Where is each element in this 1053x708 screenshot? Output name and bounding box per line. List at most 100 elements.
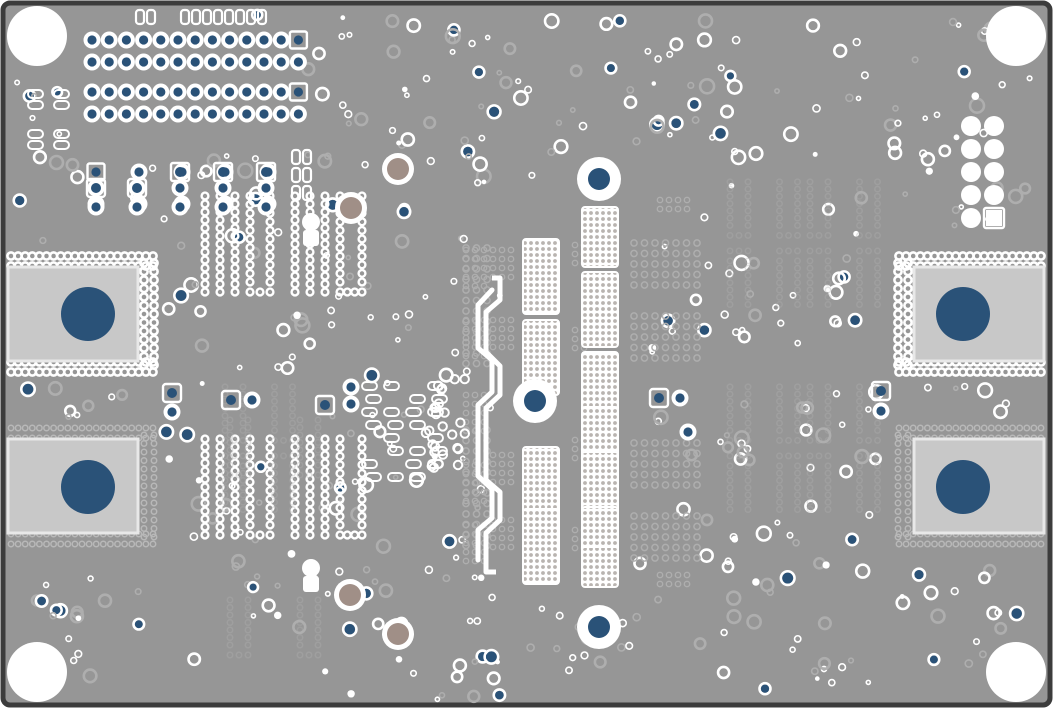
header-pad[interactable] xyxy=(984,185,1004,205)
via-tented-lower-a[interactable] xyxy=(334,579,366,611)
pad-square[interactable] xyxy=(648,387,670,409)
solid-pad xyxy=(199,381,205,386)
testpoint-upper-left[interactable] xyxy=(302,213,320,231)
via-ring xyxy=(668,327,677,335)
large-via-group[interactable] xyxy=(334,153,621,650)
ghost-pad xyxy=(640,260,649,268)
header-pad[interactable] xyxy=(961,116,981,136)
header-pin1-pad[interactable] xyxy=(982,206,1006,230)
ghost-pad xyxy=(640,543,649,552)
via-ring xyxy=(49,611,57,620)
via-ring xyxy=(274,228,283,237)
via-ring xyxy=(951,205,961,215)
ghost-pad xyxy=(693,449,701,458)
pad-square[interactable] xyxy=(314,394,336,416)
ghost-pad xyxy=(507,516,515,524)
header-connector-group[interactable] xyxy=(83,30,1006,441)
header-pad[interactable] xyxy=(984,162,1004,182)
header-pin1-pad[interactable] xyxy=(288,82,309,102)
via-ring xyxy=(338,101,347,109)
stitching-via xyxy=(748,308,762,323)
ic-pad xyxy=(894,440,902,447)
ghost-pad xyxy=(682,449,691,458)
testpoint-upper-left2[interactable] xyxy=(303,230,319,246)
stitch-via xyxy=(305,466,315,476)
ic-footprint-group[interactable] xyxy=(6,251,1046,548)
stitch-via xyxy=(824,498,832,506)
via-tented-lower-b[interactable] xyxy=(382,618,414,650)
ic-pad xyxy=(952,424,960,432)
via-large-center-top[interactable] xyxy=(577,157,621,201)
via-ring xyxy=(833,318,843,328)
header-pin1-pad[interactable] xyxy=(126,177,148,199)
stitching-via xyxy=(569,107,576,113)
stitch-via xyxy=(776,491,783,499)
stitching-via xyxy=(231,553,246,569)
header-pad[interactable] xyxy=(961,162,981,182)
via-drill xyxy=(175,290,187,301)
pad-square[interactable] xyxy=(220,389,242,411)
stitching-via xyxy=(538,605,546,612)
header-pin1-pad[interactable] xyxy=(85,177,107,199)
testpoint-lower-left2[interactable] xyxy=(303,576,319,592)
stitching-via xyxy=(251,535,260,544)
header-pad[interactable] xyxy=(961,185,981,205)
header-j4-right[interactable] xyxy=(961,116,1006,230)
mid-board-pad-pairs[interactable] xyxy=(161,378,892,441)
header-pad[interactable] xyxy=(984,139,1004,159)
ic-qfn-bottom-left[interactable] xyxy=(6,424,158,548)
header-pad[interactable] xyxy=(961,139,981,159)
stitch-via xyxy=(200,490,210,500)
stitching-via xyxy=(865,510,874,519)
testpoint-lower-left[interactable] xyxy=(302,559,320,577)
header-pad[interactable] xyxy=(961,208,981,228)
ic-pad xyxy=(140,516,148,524)
smd-pad xyxy=(53,129,70,139)
stitch-via xyxy=(874,207,881,215)
ghost-pad xyxy=(630,249,638,258)
via-tented-upper-b[interactable] xyxy=(335,192,367,224)
stitch-via xyxy=(244,626,252,634)
stitch-via xyxy=(744,469,752,477)
test-point-group[interactable] xyxy=(302,213,320,592)
stitch-via xyxy=(357,260,367,270)
ic-qfn-bottom-right[interactable] xyxy=(894,424,1046,548)
smd-round-pad xyxy=(459,428,470,439)
stitch-via xyxy=(856,214,863,222)
header-j1-top[interactable] xyxy=(83,30,309,71)
via-large-center-mid[interactable] xyxy=(513,379,557,423)
ghost-pad xyxy=(571,259,579,267)
via-tented-upper-a[interactable] xyxy=(382,153,414,185)
stitch-via xyxy=(320,490,330,500)
header-pin1-pad[interactable] xyxy=(288,30,309,50)
ghost-pad xyxy=(651,260,659,268)
pad-square[interactable] xyxy=(161,382,183,404)
stitch-via xyxy=(726,192,734,200)
ic-qfn-top-left[interactable] xyxy=(6,251,159,377)
stitch-via xyxy=(226,471,234,479)
pad-square[interactable] xyxy=(870,380,892,402)
via-field-i xyxy=(581,451,619,513)
via-ring xyxy=(838,421,846,429)
ic-pad xyxy=(150,516,158,524)
ghost-pad xyxy=(489,264,497,272)
ic-pad xyxy=(994,540,1002,548)
header-j2-lower[interactable] xyxy=(83,82,309,123)
ic-pad xyxy=(50,424,58,432)
stitching-via xyxy=(459,234,468,244)
via-ring xyxy=(855,95,862,102)
stitching-via xyxy=(486,104,502,120)
stitch-via xyxy=(806,207,814,215)
ic-qfn-top-right[interactable] xyxy=(893,251,1046,377)
header-j3-matrix[interactable] xyxy=(85,161,277,216)
stitch-via xyxy=(314,596,322,604)
header-drill xyxy=(173,109,183,119)
ghost-bga-a xyxy=(630,239,701,289)
stitching-via xyxy=(847,657,855,664)
via-large-center-bottom[interactable] xyxy=(577,605,621,649)
via-drill xyxy=(929,655,938,664)
via-ring xyxy=(460,136,470,145)
header-pad[interactable] xyxy=(984,116,1004,136)
